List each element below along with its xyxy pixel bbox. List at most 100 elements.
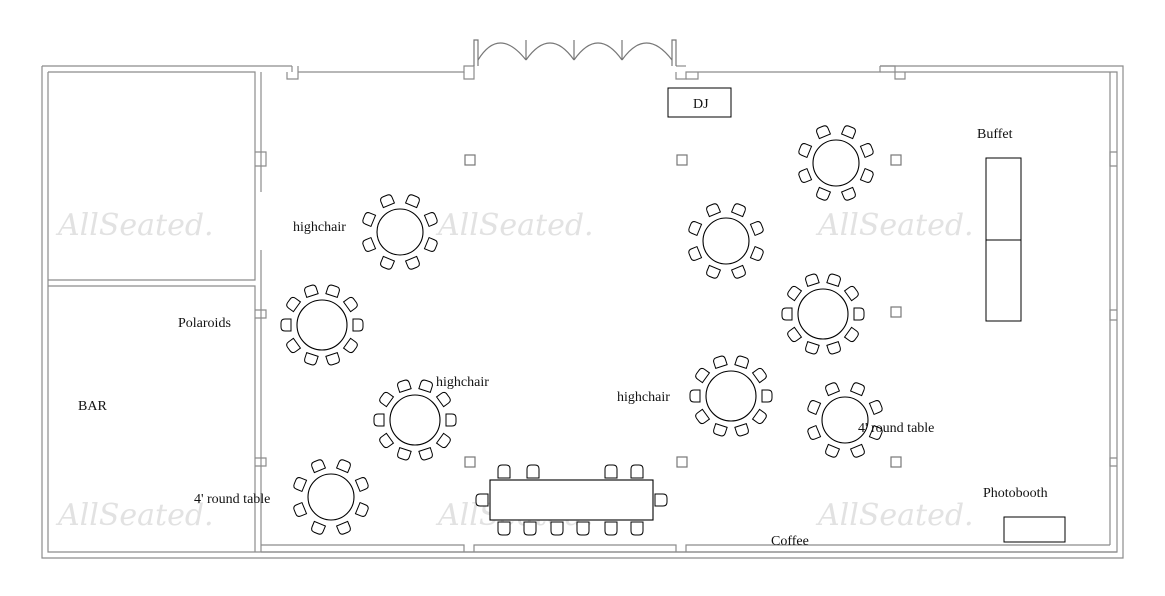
table-top	[705, 370, 757, 422]
chair	[362, 212, 377, 228]
chair	[423, 212, 438, 228]
chair	[354, 477, 369, 493]
chair	[379, 391, 395, 408]
chair	[325, 284, 340, 298]
photobooth-label: Photobooth	[983, 486, 1048, 501]
chair	[849, 382, 865, 397]
chair	[435, 432, 451, 449]
chair	[445, 413, 457, 427]
table-top	[389, 394, 441, 446]
walls	[41, 65, 1124, 559]
chair	[868, 424, 883, 440]
chair	[853, 307, 865, 321]
chair	[325, 352, 340, 366]
table-top	[376, 208, 424, 256]
chair	[843, 285, 859, 302]
table-top	[812, 139, 860, 187]
chair	[293, 477, 308, 493]
chair	[604, 521, 618, 536]
chair	[807, 424, 822, 440]
highchair-label-1: highchair	[293, 220, 346, 235]
chair	[497, 464, 511, 479]
entrance-doors	[473, 39, 677, 66]
round-table-2	[798, 125, 874, 201]
watermark-4: AllSeated.	[55, 498, 214, 533]
chair	[526, 464, 540, 479]
chair	[380, 255, 396, 270]
chair	[280, 318, 292, 332]
pillars	[464, 154, 902, 468]
highchair-label-2: highchair	[436, 375, 489, 390]
chair	[713, 355, 728, 369]
chair	[689, 389, 701, 403]
chair	[749, 221, 764, 237]
dj-booth: DJ	[667, 87, 732, 118]
chair	[342, 337, 358, 354]
chair	[840, 125, 856, 140]
chair	[654, 493, 668, 507]
chair	[805, 273, 820, 287]
chair	[576, 521, 590, 536]
chair	[475, 493, 489, 507]
coffee-label: Coffee	[771, 534, 809, 549]
chair	[816, 186, 832, 201]
photobooth	[1003, 516, 1066, 543]
chair	[751, 408, 767, 425]
chair	[354, 501, 369, 517]
highchair-label-3: highchair	[617, 390, 670, 405]
chair	[397, 379, 412, 393]
chair	[418, 379, 433, 393]
chair	[335, 459, 351, 474]
chair	[695, 367, 711, 384]
table-top	[702, 217, 750, 265]
chair	[286, 337, 302, 354]
chair	[798, 143, 813, 159]
chair	[379, 432, 395, 449]
chair	[751, 367, 767, 384]
watermark-1: AllSeated.	[55, 208, 214, 243]
round-table-label-1: 4' round table	[194, 492, 270, 507]
chair	[373, 413, 385, 427]
bar-label: BAR	[78, 399, 107, 414]
chair	[859, 143, 874, 159]
round-table-8	[689, 355, 773, 437]
chair	[550, 521, 564, 536]
chair	[523, 521, 537, 536]
chair	[630, 521, 644, 536]
table-top	[821, 396, 869, 444]
round-table-label-2: 4' round table	[858, 421, 934, 436]
buffet-table	[985, 157, 1022, 322]
chair	[286, 296, 302, 313]
chair	[825, 443, 841, 458]
chair	[730, 203, 746, 218]
chair	[435, 391, 451, 408]
chair	[311, 520, 327, 535]
chair	[787, 285, 803, 302]
chair	[859, 167, 874, 183]
chair	[304, 352, 319, 366]
chair	[688, 221, 703, 237]
chair	[843, 326, 859, 343]
chair	[781, 307, 793, 321]
chair	[380, 194, 396, 209]
chair	[787, 326, 803, 343]
buffet-label: Buffet	[977, 127, 1013, 142]
chair	[404, 194, 420, 209]
chair	[688, 245, 703, 261]
chair	[706, 264, 722, 279]
chair	[826, 341, 841, 355]
chair	[840, 186, 856, 201]
table-top	[797, 288, 849, 340]
chair	[604, 464, 618, 479]
chair	[352, 318, 364, 332]
polaroids-label: Polaroids	[178, 316, 231, 331]
chair	[335, 520, 351, 535]
chair	[630, 464, 644, 479]
chair	[816, 125, 832, 140]
chair	[362, 236, 377, 252]
watermark-6: AllSeated.	[815, 498, 974, 533]
round-table-9	[781, 273, 865, 355]
chair	[713, 423, 728, 437]
chair	[805, 341, 820, 355]
banquet-table	[475, 464, 668, 536]
